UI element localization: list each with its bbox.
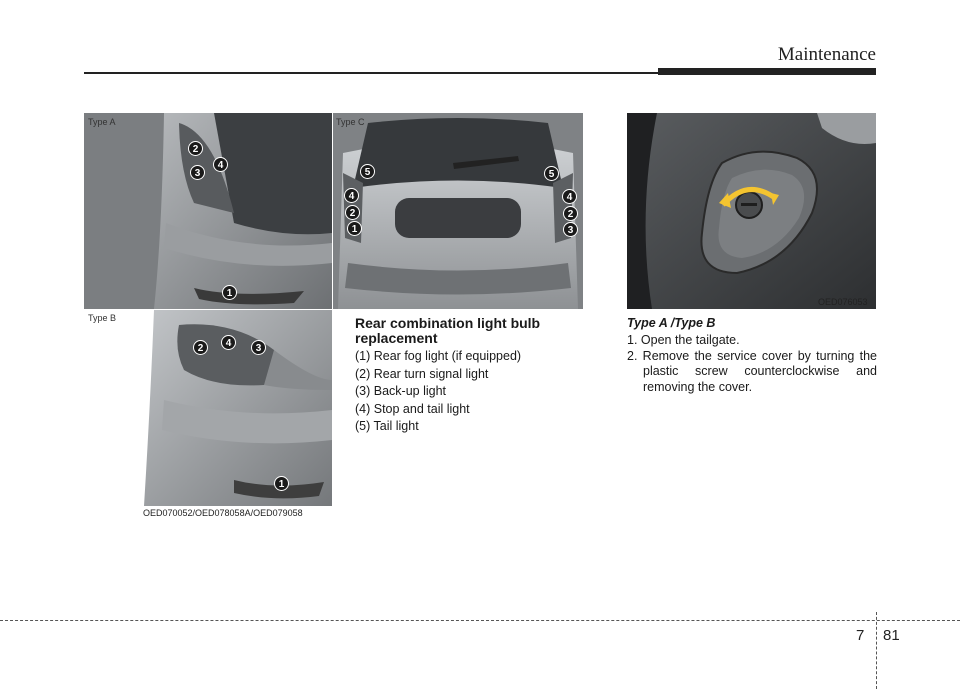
- instructions-heading: Type A /Type B: [627, 316, 716, 330]
- step-item: 2. Remove the service cover by turning t…: [627, 348, 877, 394]
- callout-type-c-2-right: 2: [563, 206, 578, 221]
- list-item: (1) Rear fog light (if equipped): [355, 349, 522, 363]
- footer-divider: [876, 612, 877, 689]
- left-figure-code: OED070052/OED078058A/OED079058: [143, 508, 303, 518]
- type-c-label: Type C: [336, 117, 365, 127]
- type-b-label: Type B: [88, 313, 117, 323]
- figure-type-c: [333, 113, 583, 309]
- callout-type-b-4: 4: [221, 335, 236, 350]
- list-item: (3) Back-up light: [355, 384, 447, 398]
- callout-type-b-3: 3: [251, 340, 266, 355]
- instruction-steps: 1. Open the tailgate. 2. Remove the serv…: [627, 333, 877, 395]
- callout-type-a-1: 1: [222, 285, 237, 300]
- list-item: (5) Tail light: [355, 419, 419, 433]
- type-a-label: Type A: [88, 117, 116, 127]
- footer-rule: [0, 620, 960, 621]
- callout-type-b-1: 1: [274, 476, 289, 491]
- list-item: (2) Rear turn signal light: [355, 366, 489, 381]
- section-heading: Rear combination light bulb replacement: [355, 315, 541, 346]
- callout-type-c-1: 1: [347, 221, 362, 236]
- step-item: 1. Open the tailgate.: [627, 333, 740, 347]
- header-rule: [84, 72, 660, 74]
- callout-type-a-3: 3: [190, 165, 205, 180]
- chapter-number: 7: [856, 627, 865, 644]
- list-item: (4) Stop and tail light: [355, 401, 470, 416]
- page-header-title: Maintenance: [777, 44, 876, 65]
- callout-type-b-2: 2: [193, 340, 208, 355]
- callout-type-c-4-right: 4: [562, 189, 577, 204]
- right-figure-code: OED076053: [818, 297, 868, 307]
- callout-type-c-5-right: 5: [544, 166, 559, 181]
- callout-type-c-4-left: 4: [344, 188, 359, 203]
- callout-type-c-5-left: 5: [360, 164, 375, 179]
- parts-list: (1) Rear fog light (if equipped) (2) Rea…: [355, 348, 521, 436]
- callout-type-c-3: 3: [563, 222, 578, 237]
- callout-type-a-2: 2: [188, 141, 203, 156]
- header-rule-accent: [658, 68, 876, 75]
- page-number: 81: [883, 627, 900, 644]
- callout-type-a-4: 4: [213, 157, 228, 172]
- figure-type-b: [84, 310, 332, 506]
- figure-type-a: [84, 113, 332, 309]
- callout-type-c-2-left: 2: [345, 205, 360, 220]
- figure-service-cover: [627, 113, 876, 309]
